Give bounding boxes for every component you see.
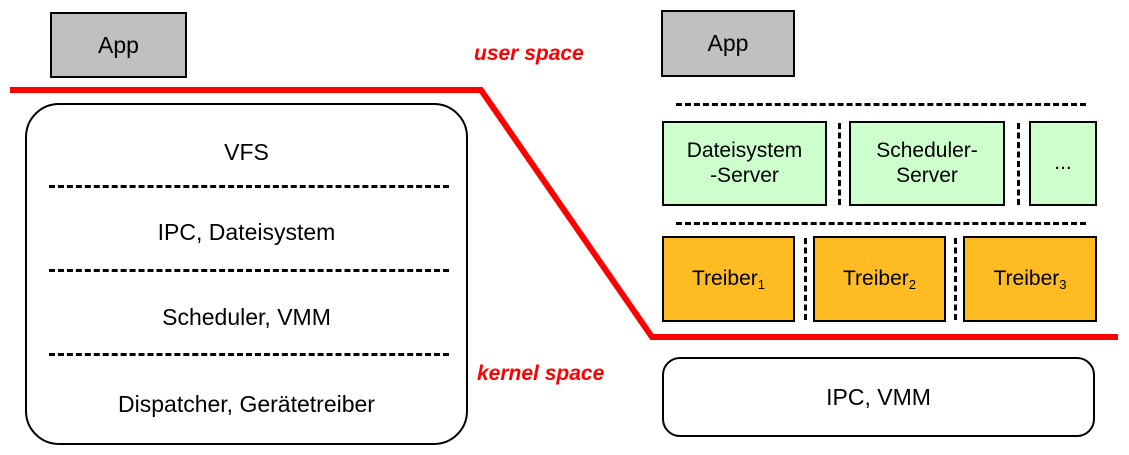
- server-label-line2: -Server: [710, 163, 779, 187]
- microkernel-driver-separator-2: [954, 238, 957, 320]
- server-box-dateisystem: Dateisystem -Server: [662, 121, 827, 206]
- driver-box-3: Treiber3: [963, 236, 1097, 322]
- monolithic-app-label: App: [98, 31, 139, 58]
- driver-label: Treiber2: [843, 266, 916, 293]
- driver-box-1: Treiber1: [662, 236, 795, 322]
- monolithic-divider-3: [49, 353, 449, 356]
- server-label-line1: ...: [1054, 151, 1072, 175]
- microkernel-driver-separator-1: [804, 238, 807, 320]
- microkernel-dashed-separator-middle: [676, 222, 1086, 225]
- server-label-line2: Server: [896, 163, 958, 187]
- microkernel-base-label: IPC, VMM: [826, 383, 931, 410]
- monolithic-layer-label: IPC, Dateisystem: [157, 218, 336, 245]
- microkernel-server-separator-1: [838, 123, 841, 205]
- monolithic-layer-label: Dispatcher, Gerätetreiber: [118, 390, 375, 417]
- driver-label: Treiber3: [993, 266, 1067, 293]
- monolithic-layer-label: Scheduler, VMM: [162, 303, 331, 330]
- monolithic-divider-1: [49, 185, 449, 188]
- kernel-space-label: kernel space: [477, 362, 605, 385]
- driver-box-2: Treiber2: [813, 236, 946, 322]
- monolithic-layer-label: VFS: [224, 138, 269, 165]
- monolithic-layer-dispatcher: Dispatcher, Gerätetreiber: [27, 383, 466, 425]
- monolithic-app-box: App: [50, 12, 187, 78]
- server-box-more: ...: [1029, 121, 1097, 206]
- driver-label: Treiber1: [692, 266, 765, 293]
- server-label-line1: Scheduler-: [876, 139, 978, 163]
- monolithic-layer-vfs: VFS: [27, 131, 466, 173]
- microkernel-app-label: App: [707, 30, 749, 57]
- monolithic-layer-scheduler: Scheduler, VMM: [27, 296, 466, 338]
- user-space-label: user space: [474, 42, 584, 65]
- microkernel-dashed-separator-top: [676, 103, 1086, 106]
- microkernel-base-box: IPC, VMM: [662, 357, 1095, 437]
- monolithic-layer-ipc: IPC, Dateisystem: [27, 211, 466, 253]
- microkernel-server-separator-2: [1017, 123, 1020, 205]
- monolithic-kernel-container: VFS IPC, Dateisystem Scheduler, VMM Disp…: [25, 103, 468, 445]
- microkernel-app-box: App: [661, 10, 795, 77]
- monolithic-divider-2: [49, 269, 449, 272]
- server-box-scheduler: Scheduler- Server: [849, 121, 1005, 206]
- server-label-line1: Dateisystem: [686, 139, 803, 163]
